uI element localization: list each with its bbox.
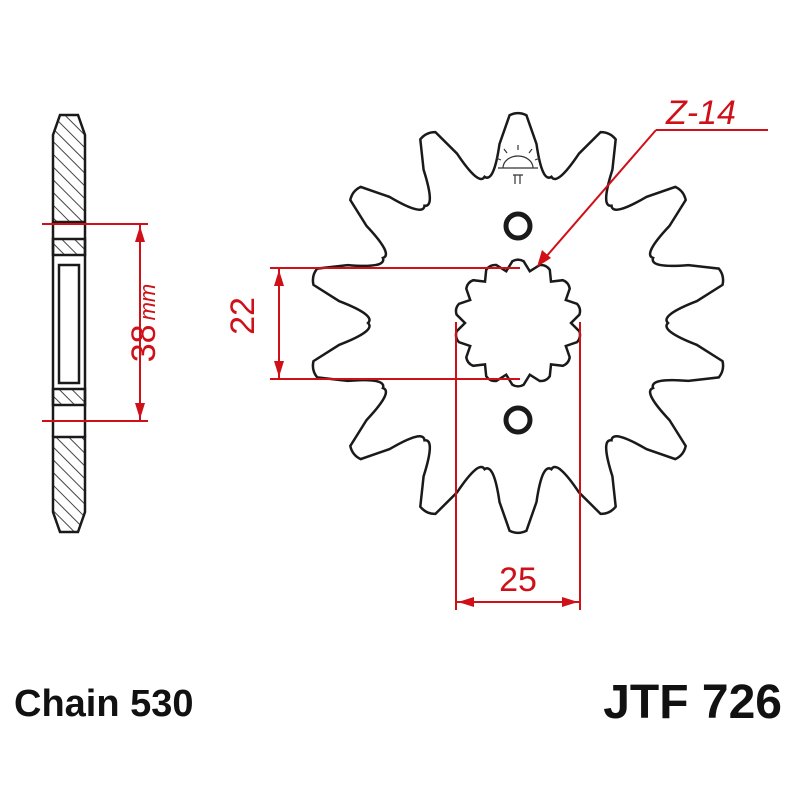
hub-height-dimension — [42, 223, 148, 422]
inner-diameter-dimension — [270, 267, 520, 380]
hub-height-unit: mm — [135, 284, 160, 321]
side-view — [51, 113, 87, 534]
inner-diameter-label: 22 — [224, 297, 262, 335]
spline-width-dimension — [455, 322, 581, 610]
side-view-hub-bore — [57, 263, 81, 385]
part-number-label: JTF 726 — [603, 676, 782, 729]
spline-bore — [454, 258, 582, 388]
chain-label: Chain 530 — [14, 683, 194, 725]
side-view-lower-hub — [51, 387, 87, 407]
teeth-count-label: Z-14 — [665, 94, 736, 132]
hub-height-label: 38mm — [125, 284, 163, 362]
sprocket-outline — [311, 111, 725, 535]
side-view-upper-hub — [51, 237, 87, 257]
bolt-hole-bottom — [503, 405, 533, 435]
side-view-top-tooth — [51, 113, 87, 224]
hub-height-value: 38 — [125, 324, 163, 362]
teeth-count-leader — [537, 129, 768, 267]
bolt-hole-top — [503, 211, 533, 241]
sun-logo-icon — [495, 145, 541, 184]
spline-width-label: 25 — [499, 561, 537, 599]
side-view-bottom-tooth — [51, 435, 87, 534]
svg-text:38mm: 38mm — [125, 284, 163, 362]
